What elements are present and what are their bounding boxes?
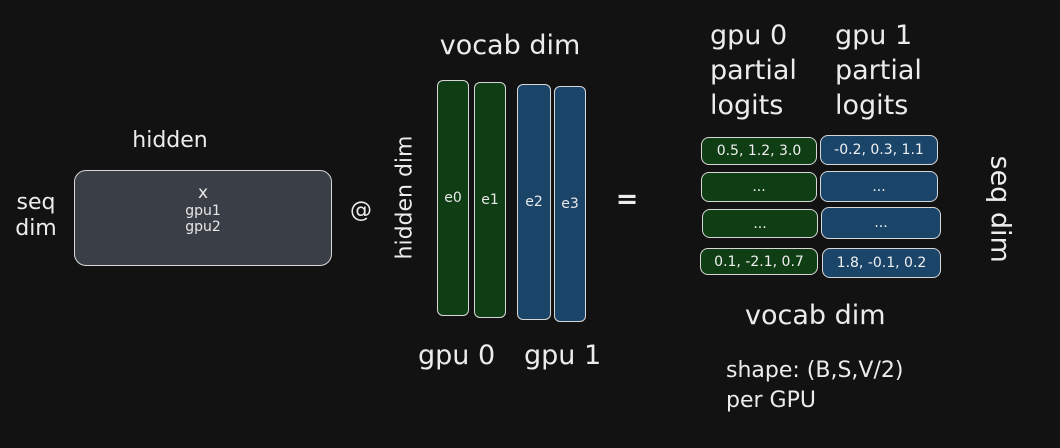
embedding-column-e3-label: e3 [561, 196, 579, 212]
output-vocab-dim-label: vocab dim [745, 300, 886, 331]
matmul-operator: @ [350, 198, 372, 223]
embedding-column-e0: e0 [437, 80, 469, 316]
embedding-gpu0-label: gpu 0 [418, 340, 496, 371]
input-seq-label: seq dim [8, 190, 64, 242]
input-seq-label-line1: seq [16, 190, 56, 215]
output-gpu0-header-line1: gpu 0 [710, 20, 788, 51]
input-matrix-line1: gpu1 [185, 203, 221, 219]
embedding-column-e0-label: e0 [444, 190, 462, 206]
output-cell-gpu1-row3: 1.8, -0.1, 0.2 [822, 248, 941, 278]
output-shape-note: shape: (B,S,V/2) per GPU [726, 356, 903, 416]
embedding-column-e2-label: e2 [525, 194, 543, 210]
output-shape-line2: per GPU [726, 388, 816, 413]
output-cell-gpu0-row0: 0.5, 1.2, 3.0 [701, 137, 817, 165]
output-cell-gpu1-row0: -0.2, 0.3, 1.1 [820, 135, 938, 165]
output-gpu1-header-line1: gpu 1 [835, 20, 913, 51]
output-cell-gpu0-row2: ... [702, 209, 818, 238]
embedding-column-e2: e2 [517, 84, 551, 320]
input-matrix: x gpu1 gpu2 [74, 170, 332, 266]
output-gpu0-header-line3: logits [710, 90, 784, 121]
input-hidden-label: hidden [132, 128, 208, 153]
embedding-gpu1-label: gpu 1 [524, 340, 602, 371]
output-gpu1-header: gpu 1 partial logits [835, 18, 922, 123]
output-shape-line1: shape: (B,S,V/2) [726, 358, 904, 383]
output-cell-gpu0-row3: 0.1, -2.1, 0.7 [700, 248, 818, 275]
output-gpu1-header-line2: partial [835, 55, 922, 86]
embedding-vocab-dim-label: vocab dim [439, 30, 581, 61]
output-seq-dim-label: seq dim [984, 155, 1016, 263]
equals-operator: = [615, 184, 639, 215]
input-seq-label-line2: dim [15, 216, 57, 241]
output-gpu1-header-line3: logits [835, 90, 909, 121]
output-gpu0-header-line2: partial [710, 55, 797, 86]
output-cell-gpu1-row2: ... [821, 207, 941, 239]
embedding-column-e1-label: e1 [481, 192, 499, 208]
input-matrix-symbol: x [197, 183, 209, 203]
embedding-column-e3: e3 [554, 86, 586, 322]
output-cell-gpu1-row1: ... [820, 171, 938, 202]
input-matrix-line2: gpu2 [185, 219, 221, 235]
output-gpu0-header: gpu 0 partial logits [710, 18, 797, 123]
output-cell-gpu0-row1: ... [701, 172, 817, 202]
embedding-column-e1: e1 [474, 82, 506, 318]
embedding-hidden-dim-label: hidden dim [392, 135, 418, 260]
